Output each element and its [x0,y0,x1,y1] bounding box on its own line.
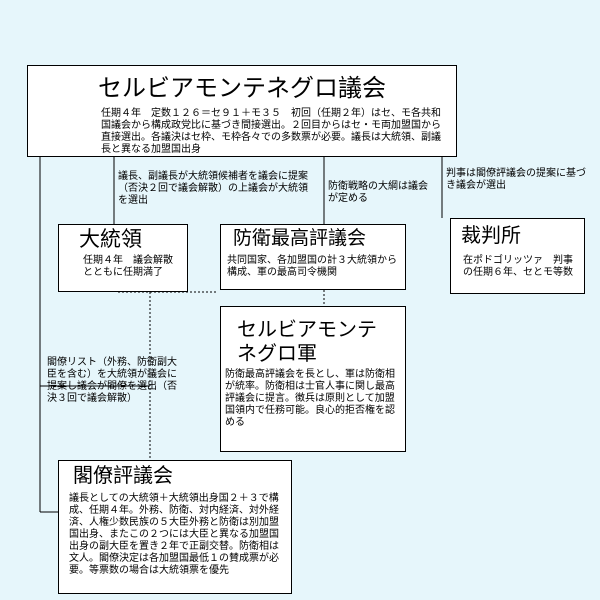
court-title: 裁判所 [461,223,521,247]
defense-council-box: 防衛最高評議会 共同国家、各加盟国の計３大統領から構成、軍の最高司令機関 [220,224,406,290]
court-description: 在ポドゴリッツァ 判事の任期６年、セとモ等数 [463,255,573,278]
assembly-box: セルビアモンテネグロ議会 任期４年 定数１２６＝セ９１＋モ３５ 初回（任期２年）… [27,65,457,157]
army-box: セルビアモンテネグロ軍 防衛最高評議会を長とし、軍は防衛相が統率。防衛相は士官人… [220,306,406,452]
cabinet-box: 閣僚評議会 議長としての大統領＋大統領出身国２＋３で構成、任期４年。外務、防衛、… [58,460,292,594]
note-president-election: 議長、副議長が大統領候補者を議会に提案（否決２回で議会解散）の上議会が大統領を選… [118,171,308,206]
defense-council-description: 共同国家、各加盟国の計３大統領から構成、軍の最高司令機関 [227,255,397,278]
army-description: 防衛最高評議会を長とし、軍は防衛相が統率。防衛相は士官人事に関し最高評議会に提言… [225,369,395,428]
note-cabinet-list: 閣僚リスト（外務、防衛副大臣を含む）を大統領が議会に提案し議会が閣僚を選出（否決… [47,357,177,404]
defense-council-title: 防衛最高評議会 [233,227,367,249]
army-title-text: セルビアモンテネグロ軍 [237,317,377,365]
cabinet-description: 議長としての大統領＋大統領出身国２＋３で構成、任期４年。外務、防衛、対内経済、対… [69,493,279,576]
president-description: 任期４年 議会解散とともに任期満了 [83,255,173,278]
cabinet-title: 閣僚評議会 [73,463,173,487]
note-defense-strategy: 防衛戦略の大綱は議会が定める [328,181,428,204]
note-judges: 判事は閣僚評議会の提案に基づき議会が選出 [446,168,586,191]
assembly-title: セルビアモンテネグロ議会 [98,74,386,102]
president-title: 大統領 [79,227,142,251]
president-box: 大統領 任期４年 議会解散とともに任期満了 [58,224,188,292]
army-title: セルビアモンテネグロ軍 [237,317,377,365]
court-box: 裁判所 在ポドゴリッツァ 判事の任期６年、セとモ等数 [450,218,585,294]
assembly-description: 任期４年 定数１２６＝セ９１＋モ３５ 初回（任期２年）はセ、モ各共和国議会から構… [101,108,441,155]
